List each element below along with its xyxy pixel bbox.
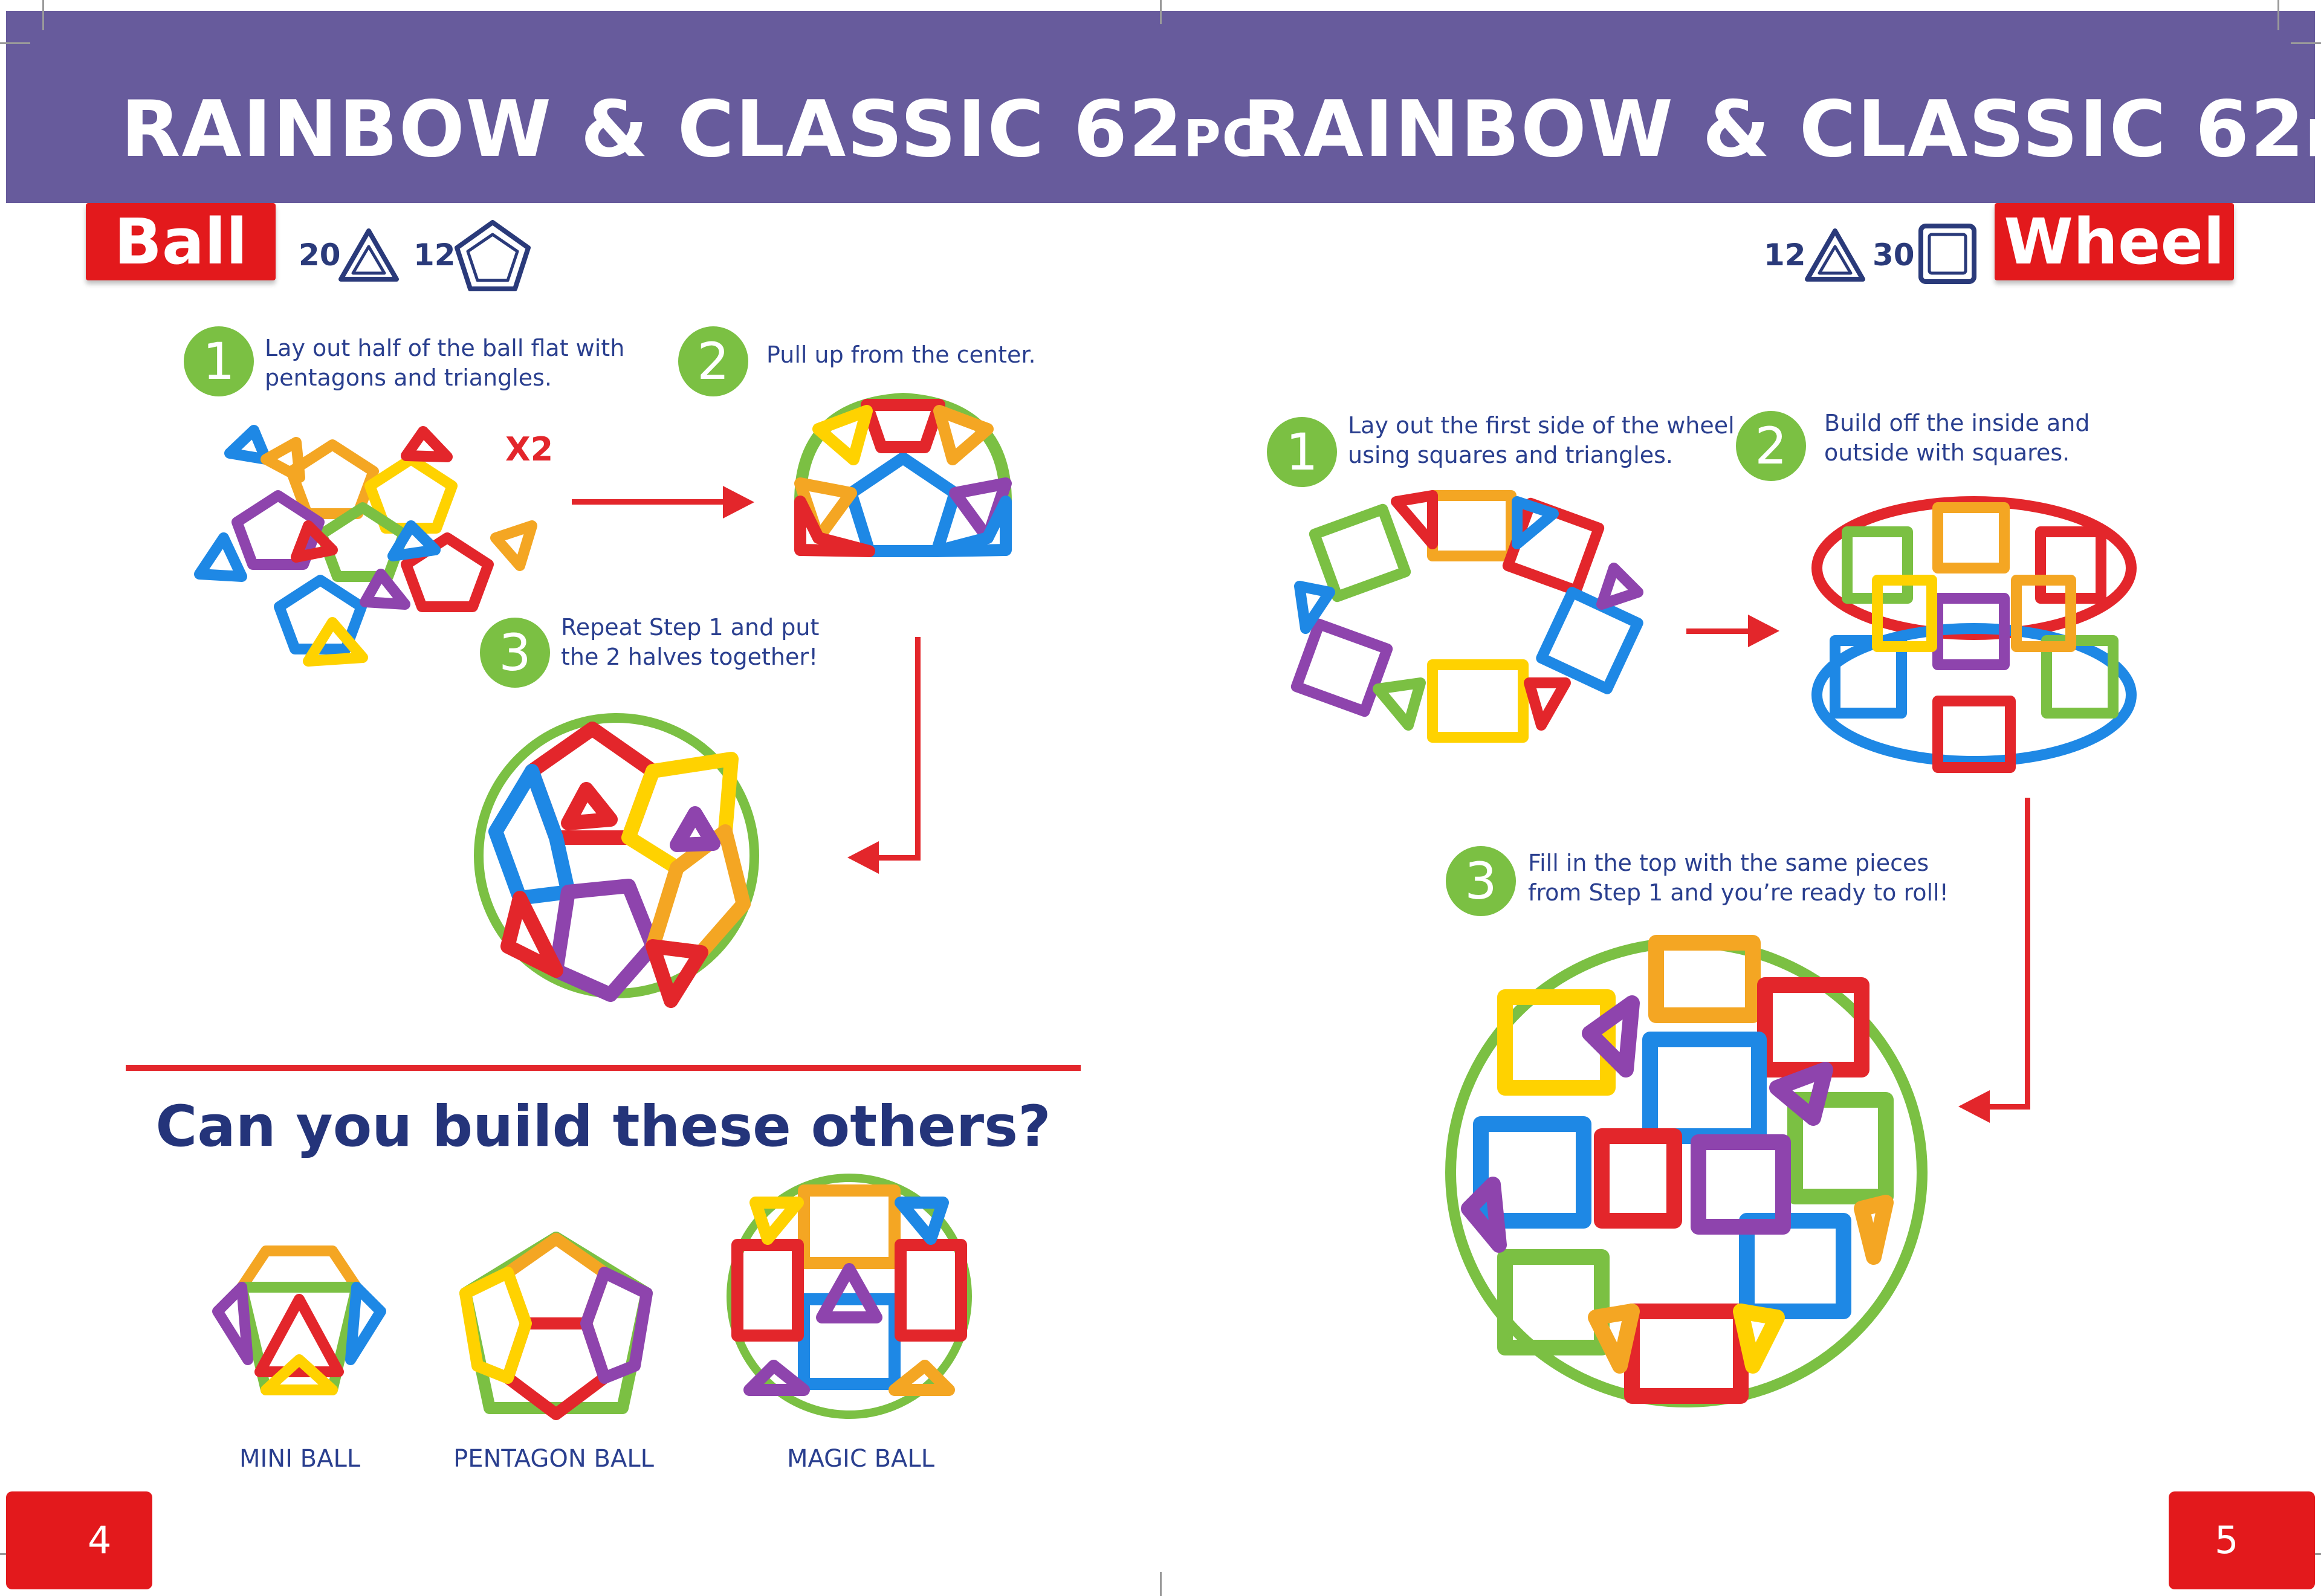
triangle-piece-icon — [338, 228, 399, 282]
mini-ball-image — [212, 1245, 386, 1395]
arrow-step1-to-step2 — [572, 499, 735, 505]
ball-half-dome-image — [794, 393, 1012, 557]
pentagon-count: 12 — [413, 237, 456, 273]
wheel-square-count: 30 — [1873, 237, 1915, 273]
right-page-title: RAINBOW & CLASSIC 62PC — [1243, 85, 2321, 175]
wheel-triangle-count: 12 — [1764, 237, 1806, 273]
other-builds-heading: Can you build these others? — [155, 1094, 1051, 1160]
magic-ball-image — [727, 1174, 972, 1419]
pentagon-ball-label: PENTAGON BALL — [453, 1445, 654, 1473]
ball-step-3-number: 3 — [480, 618, 550, 688]
wheel-arrow-step2-to-step3-elbow — [1989, 1104, 2030, 1110]
left-page-title: RAINBOW & CLASSIC 62PC — [121, 85, 1261, 175]
wheel-ring-image — [1811, 496, 2137, 773]
magic-ball-label: MAGIC BALL — [787, 1445, 934, 1473]
ball-step-2-number: 2 — [678, 326, 748, 396]
arrow-head-right — [1748, 615, 1779, 647]
crop-mark — [2291, 42, 2321, 44]
ball-step-2-text: Pull up from the center. — [766, 341, 1036, 368]
crop-mark — [0, 42, 30, 44]
wheel-step-2-number: 2 — [1736, 411, 1806, 481]
completed-ball-image — [474, 713, 759, 1008]
arrow-head-left — [847, 841, 879, 874]
crop-mark — [1160, 1572, 1162, 1596]
arrow-step2-to-step3 — [915, 637, 921, 861]
square-piece-icon — [1918, 224, 1976, 284]
header-band — [6, 11, 2315, 203]
page-number-4: 4 — [6, 1491, 152, 1589]
section-divider — [126, 1065, 1081, 1071]
pentagon-ball-image — [459, 1232, 653, 1420]
ball-step-1-number: 1 — [184, 326, 254, 396]
wheel-flat-layout-image — [1290, 490, 1643, 743]
ball-flat-layout-image — [194, 425, 537, 667]
multiplier-label: X2 — [505, 430, 554, 468]
crop-mark — [2277, 0, 2279, 30]
arrow-step2-to-step3-elbow — [878, 855, 921, 861]
pentagon-piece-icon — [455, 220, 531, 291]
crop-mark — [42, 0, 44, 30]
wheel-arrow-step2-to-step3 — [2025, 798, 2030, 1110]
triangle-piece-icon — [1805, 228, 1865, 282]
wheel-step-1-number: 1 — [1267, 417, 1337, 487]
arrow-head-right — [723, 486, 754, 519]
wheel-step-3-number: 3 — [1446, 846, 1516, 916]
triangle-count: 20 — [299, 237, 341, 273]
wheel-arrow-step1-to-step2 — [1686, 628, 1759, 634]
crop-mark — [1160, 0, 1162, 24]
arrow-head-left — [1958, 1090, 1990, 1123]
mini-ball-label: MINI BALL — [239, 1445, 361, 1473]
completed-wheel-image — [1445, 935, 1928, 1407]
wheel-tab: Wheel — [1995, 203, 2234, 280]
ball-tab: Ball — [86, 203, 276, 280]
page-number-5: 5 — [2169, 1491, 2315, 1589]
